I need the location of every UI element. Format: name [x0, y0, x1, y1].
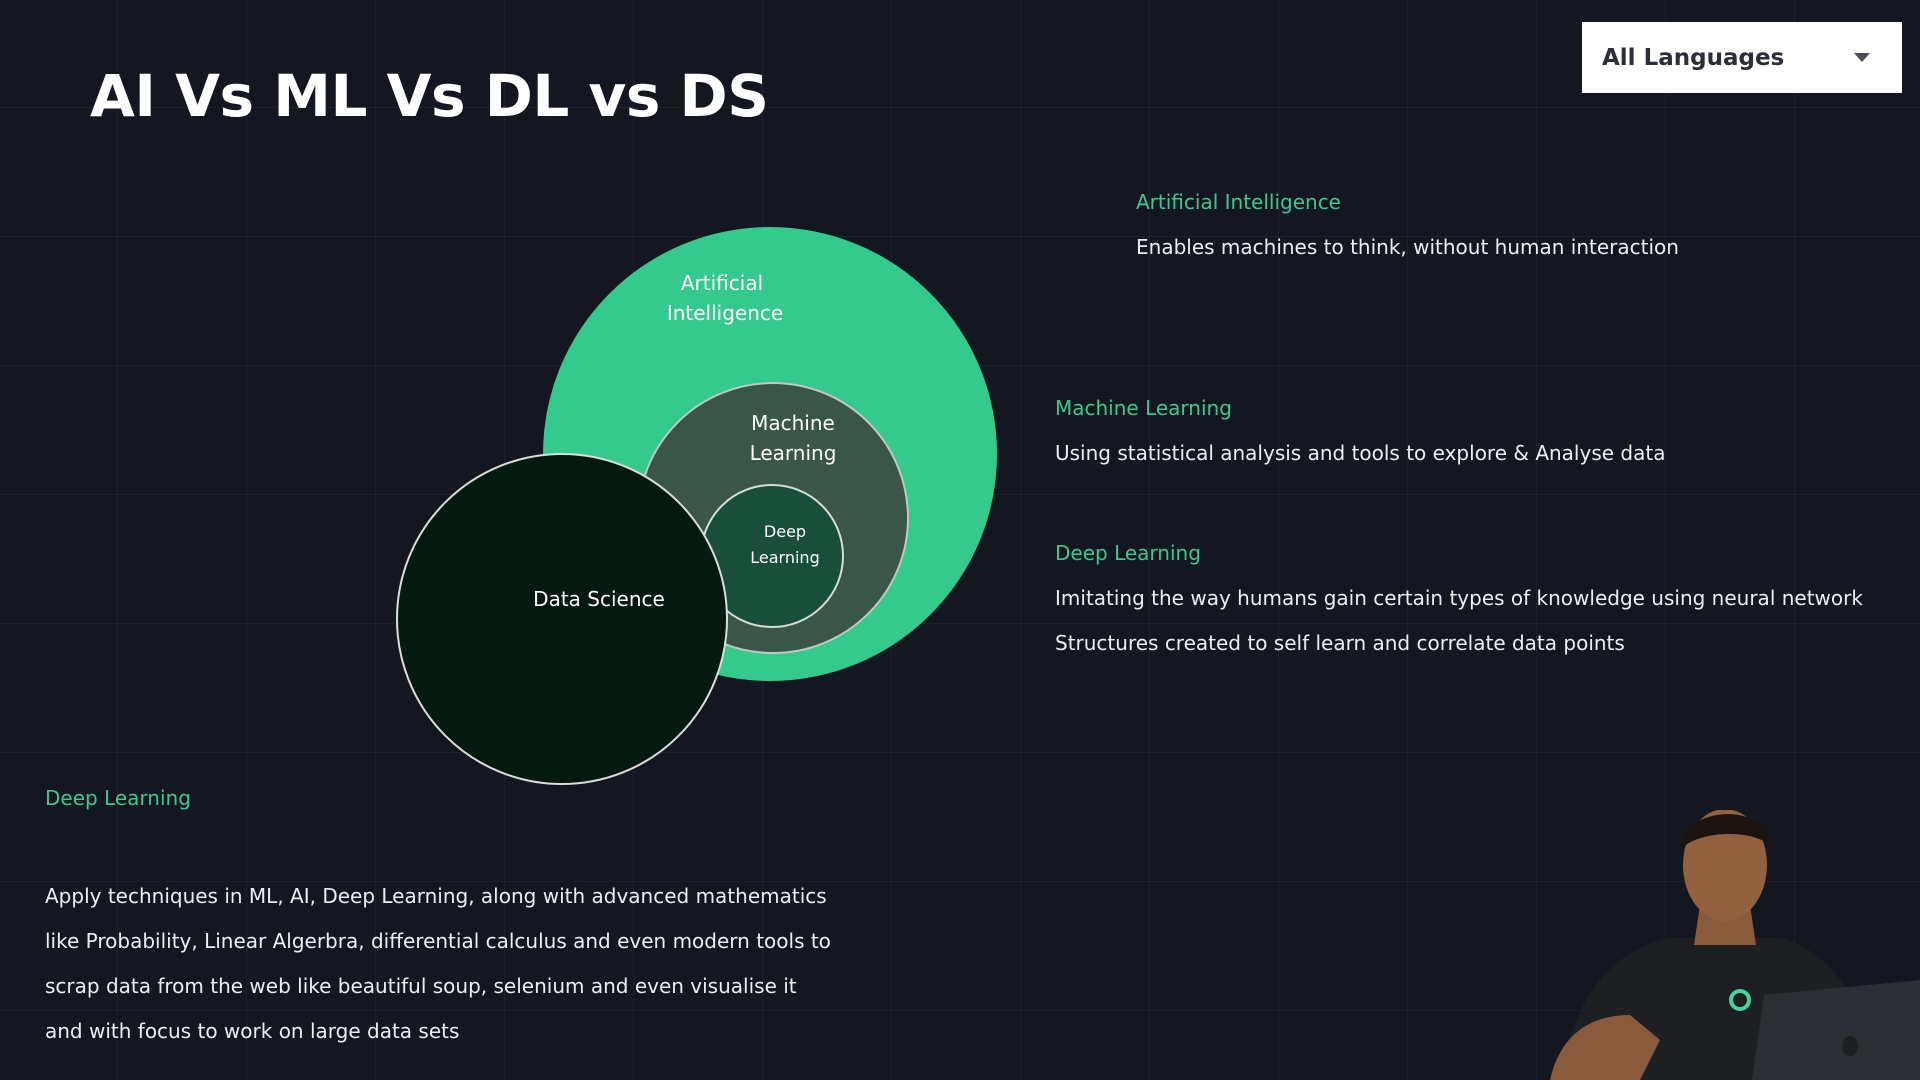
chevron-down-icon [1854, 53, 1870, 62]
label-ml-line2: Learning [750, 441, 837, 465]
circle-data-science [396, 453, 728, 785]
definition-dl-title: Deep Learning [1055, 541, 1201, 565]
label-ds: Data Science [533, 587, 665, 611]
label-ai-line1: Artificial [681, 271, 763, 295]
definition-bottom-line: Apply techniques in ML, AI, Deep Learnin… [45, 884, 827, 908]
presenter-video [1550, 810, 1920, 1080]
language-dropdown[interactable]: All Languages [1582, 22, 1902, 93]
apple-logo-icon [1842, 1036, 1858, 1056]
definition-ml: Machine Learning Using statistical analy… [1055, 396, 1665, 465]
definition-ai: Artificial Intelligence Enables machines… [1136, 190, 1679, 259]
definition-bottom-line: scrap data from the web like beautiful s… [45, 974, 797, 998]
definition-ml-title: Machine Learning [1055, 396, 1232, 420]
definition-dl-line1: Imitating the way humans gain certain ty… [1055, 586, 1863, 610]
label-dl-line2: Learning [750, 548, 819, 567]
language-dropdown-value: All Languages [1602, 44, 1785, 71]
definition-dl: Deep Learning Imitating the way humans g… [1055, 541, 1863, 655]
definition-bottom-title: Deep Learning [45, 786, 191, 810]
label-dl-line1: Deep [764, 522, 806, 541]
definition-ml-text: Using statistical analysis and tools to … [1055, 441, 1666, 465]
definition-data-science: Deep Learning Apply techniques in ML, AI… [45, 786, 831, 1054]
label-ml-line1: Machine [751, 411, 835, 435]
label-ai-line2: Intelligence [667, 301, 783, 325]
definition-dl-line2: Structures created to self learn and cor… [1055, 631, 1625, 655]
definition-bottom-line: and with focus to work on large data set… [45, 1019, 460, 1043]
definition-ai-text: Enables machines to think, without human… [1136, 235, 1679, 259]
definition-bottom-line: like Probability, Linear Algerbra, diffe… [45, 929, 831, 953]
shirt-logo-icon [1729, 989, 1751, 1011]
definition-ai-title: Artificial Intelligence [1136, 190, 1341, 214]
slide-title: AI Vs ML Vs DL vs DS [90, 62, 769, 130]
